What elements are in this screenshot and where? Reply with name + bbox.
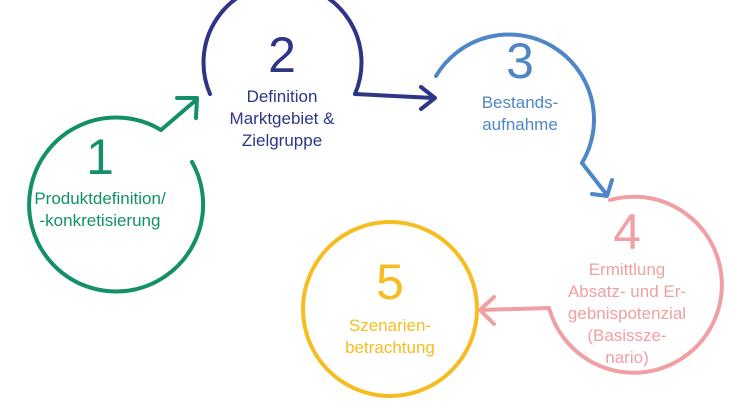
step-4-label-line-1: Ermittlung (588, 260, 666, 279)
step-5-label-line-2: betrachtung (345, 338, 435, 357)
step-1-label-line-1: Produktdefinition/ (34, 189, 166, 208)
step-3-circle (434, 32, 596, 165)
step-5-label-line-1: Szenarien- (348, 316, 432, 335)
arrow-2-to-3 (353, 85, 437, 111)
step-3-number: 3 (506, 33, 534, 89)
step-5-circle (301, 220, 479, 398)
step-2: 2 Definition Marktgebiet & Zielgruppe (212, 30, 352, 152)
step-4-label-line-2: Absatz- und Er- (567, 282, 687, 301)
step-3: 3 Bestands- aufnahme (450, 36, 590, 136)
step-5-number: 5 (376, 254, 404, 310)
step-3-label-line-1: Bestands- (481, 93, 559, 112)
arrow-4-to-5 (478, 295, 551, 326)
step-1-number: 1 (86, 129, 114, 185)
step-4-label-line-4: (Basissze- (587, 326, 667, 345)
step-2-label-line-2: Marktgebiet & (229, 109, 335, 128)
step-3-label-line-2: aufnahme (482, 115, 558, 134)
step-4: 4 Ermittlung Absatz- und Er- gebnispoten… (552, 207, 702, 369)
step-1-label-line-2: -konkretisierung (39, 211, 161, 230)
step-4-label-line-3: gebnispotenzial (567, 304, 687, 323)
step-1-circle (27, 115, 206, 294)
step-4-number: 4 (613, 204, 641, 260)
step-4-label-line-5: nario) (605, 348, 649, 367)
step-1: 1 Produktdefinition/ -konkretisierung (10, 132, 190, 232)
step-4-circle (547, 194, 724, 375)
step-2-label-line-1: Definition (246, 87, 318, 106)
step-2-circle (201, 0, 364, 96)
step-5: 5 Szenarien- betrachtung (320, 257, 460, 359)
step-2-label-line-3: Zielgruppe (241, 131, 323, 150)
arrow-1-to-2 (159, 96, 199, 132)
step-2-number: 2 (268, 27, 296, 83)
arrow-3-to-4 (580, 161, 614, 198)
